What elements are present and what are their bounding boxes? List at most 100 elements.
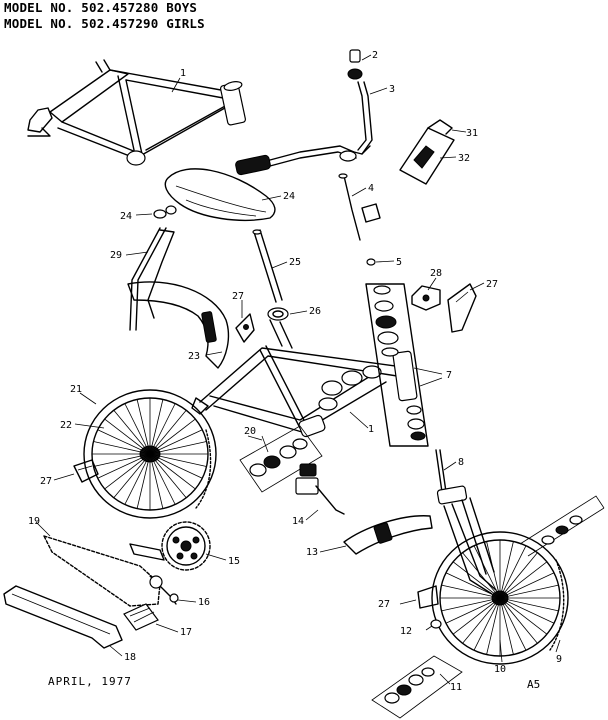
headset-bearing-stack bbox=[365, 283, 429, 447]
callout-18: 18 bbox=[124, 652, 136, 663]
wheel-spoke bbox=[97, 429, 151, 455]
wheel-spoke bbox=[136, 399, 151, 455]
front-fork bbox=[435, 449, 497, 595]
wheel-spoke bbox=[462, 597, 501, 644]
reflector-bracket bbox=[399, 119, 455, 185]
callout-14: 14 bbox=[292, 516, 304, 527]
callout-5: 5 bbox=[396, 257, 402, 268]
wheel-spoke bbox=[104, 453, 151, 490]
wheel-spoke bbox=[149, 453, 203, 479]
publication-date: APRIL, 1977 bbox=[48, 675, 132, 688]
wheel-spoke bbox=[445, 597, 501, 624]
handlebar-assembly bbox=[235, 49, 373, 176]
wheel-spoke bbox=[441, 584, 501, 599]
callout-26: 26 bbox=[309, 306, 321, 317]
chainring-sprocket bbox=[161, 521, 211, 571]
wheel-spoke bbox=[499, 597, 538, 644]
callout-27-clip: 27 bbox=[232, 291, 244, 302]
crank-bearing-set bbox=[239, 425, 323, 493]
callout-19: 19 bbox=[28, 516, 40, 527]
callout-27-caliper: 27 bbox=[486, 279, 498, 290]
expander-bolt bbox=[338, 173, 381, 266]
wheel-spoke bbox=[486, 541, 501, 599]
callout-13: 13 bbox=[306, 547, 318, 558]
rear-wheel bbox=[83, 389, 217, 519]
head-tube bbox=[392, 350, 418, 402]
callout-11: 11 bbox=[450, 682, 462, 693]
front-brake-shoe bbox=[417, 585, 439, 609]
wheel-spoke bbox=[149, 429, 203, 455]
callout-12: 12 bbox=[400, 626, 412, 637]
wheel-spoke bbox=[473, 545, 501, 599]
kickstand bbox=[295, 463, 345, 515]
page-code: A5 bbox=[527, 678, 541, 691]
callout-21: 21 bbox=[70, 384, 82, 395]
wheel-spoke bbox=[499, 597, 559, 612]
model-number-boys: MODEL NO. 502.457280 BOYS bbox=[4, 0, 198, 15]
wheel-spoke bbox=[445, 572, 501, 599]
wheel-spoke bbox=[149, 453, 187, 499]
callout-1-girls-frame: 1 bbox=[368, 424, 374, 435]
boys-frame bbox=[27, 59, 247, 166]
model-number-girls: MODEL NO. 502.457290 GIRLS bbox=[4, 16, 205, 31]
wheel-spoke bbox=[113, 453, 151, 499]
wheel-spoke bbox=[97, 453, 151, 479]
callout-10: 10 bbox=[494, 664, 506, 675]
callout-24-seat: 24 bbox=[283, 191, 295, 202]
wheel-spoke bbox=[499, 552, 538, 599]
rear-fender bbox=[127, 281, 230, 369]
girls-frame bbox=[191, 319, 411, 438]
wheel-spoke bbox=[462, 552, 501, 599]
callout-24-small: 24 bbox=[120, 211, 132, 222]
callout-2: 2 bbox=[372, 50, 378, 61]
front-fender bbox=[343, 515, 433, 555]
wheel-spoke bbox=[136, 453, 151, 509]
callout-25: 25 bbox=[289, 257, 301, 268]
wheel-spoke bbox=[499, 561, 548, 599]
callout-15: 15 bbox=[228, 556, 240, 567]
wheel-spoke bbox=[149, 453, 207, 467]
chain-guard bbox=[3, 585, 123, 649]
callout-23: 23 bbox=[188, 351, 200, 362]
callout-28: 28 bbox=[430, 268, 442, 279]
wheel-spoke bbox=[104, 418, 151, 455]
callout-20: 20 bbox=[244, 426, 256, 437]
leader-lines bbox=[35, 54, 561, 685]
wheel-spoke bbox=[124, 453, 151, 505]
callout-27-shoe: 27 bbox=[40, 476, 52, 487]
wheel-spoke bbox=[499, 545, 527, 599]
brake-nut bbox=[430, 619, 442, 629]
callout-1-boys-frame: 1 bbox=[180, 68, 186, 79]
banana-seat bbox=[164, 168, 276, 221]
wheel-spoke bbox=[93, 441, 151, 455]
crank-arm bbox=[129, 543, 179, 605]
wheel-spoke bbox=[149, 418, 196, 455]
callout-4: 4 bbox=[368, 183, 374, 194]
callout-29: 29 bbox=[110, 250, 122, 261]
callout-numbers: 1 2 3 31 32 4 24 24 29 25 5 28 27 27 26 … bbox=[28, 50, 562, 693]
seat-clamp bbox=[267, 307, 289, 321]
wheel-spoke bbox=[452, 597, 501, 635]
wheel-spoke bbox=[499, 597, 527, 651]
callout-3: 3 bbox=[389, 84, 395, 95]
callout-27-front-shoe: 27 bbox=[378, 599, 390, 610]
callout-31: 31 bbox=[466, 128, 478, 139]
callout-9: 9 bbox=[556, 654, 562, 665]
wheel-spoke bbox=[473, 597, 501, 651]
brake-shoe bbox=[73, 459, 99, 483]
wheel-spoke bbox=[93, 453, 151, 467]
front-wheel bbox=[431, 531, 569, 665]
wheel-spoke bbox=[499, 597, 548, 635]
callout-16: 16 bbox=[198, 597, 210, 608]
callout-32: 32 bbox=[458, 153, 470, 164]
callout-17: 17 bbox=[180, 627, 192, 638]
wheel-spoke bbox=[113, 409, 151, 455]
brake-caliper bbox=[447, 283, 477, 333]
wheel-spoke bbox=[499, 541, 514, 599]
wheel-spoke bbox=[149, 453, 164, 509]
front-axle-hardware bbox=[371, 495, 605, 719]
bicycle-chain bbox=[43, 535, 161, 607]
seat-post bbox=[252, 229, 283, 303]
